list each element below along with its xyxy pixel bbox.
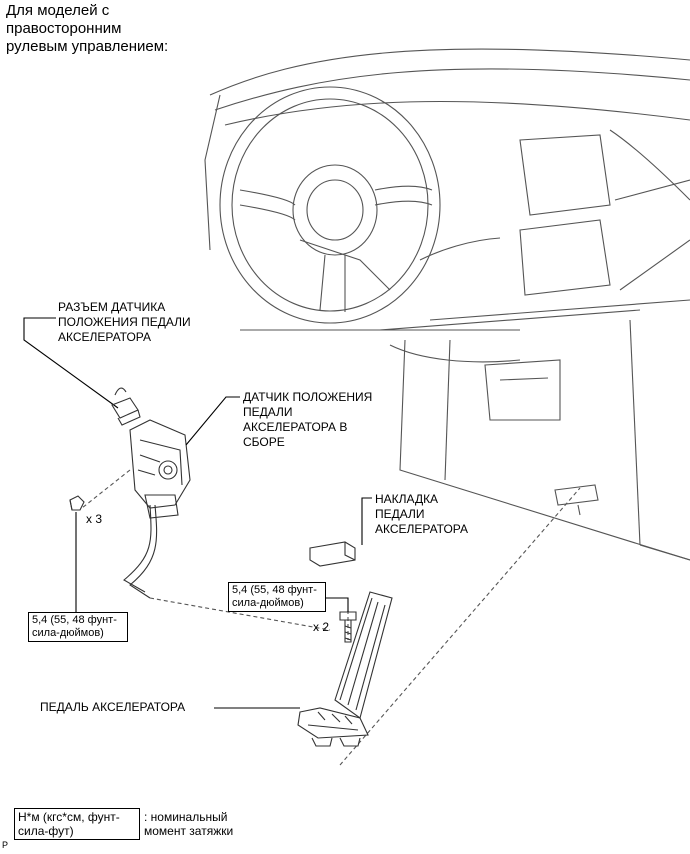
bolt-torque-box: 5,4 (55, 48 фунт- сила-дюймов) <box>228 582 326 612</box>
figure-code: P <box>2 840 9 850</box>
legend-torque-unit-box: Н*м (кгс*см, фунт- сила-фут) <box>14 808 140 840</box>
sensor-connector-part <box>111 387 141 426</box>
sensor-leader <box>185 396 240 446</box>
nut-quantity: x 3 <box>86 512 103 526</box>
bolt-torque-leader <box>320 597 349 612</box>
model-condition-title: Для моделей с правосторонним рулевым упр… <box>6 2 169 55</box>
connector-leader <box>23 317 119 409</box>
pedal-pad-cover-part <box>309 541 356 567</box>
dashboard-outline <box>204 48 690 561</box>
accelerator-pedal-part <box>297 591 393 747</box>
legend-torque-meaning: : номинальный момент затяжки <box>144 810 234 838</box>
bolt-quantity: x 2 <box>313 620 330 634</box>
sensor-assembly-label: ДАТЧИК ПОЛОЖЕНИЯ ПЕДАЛИ АКСЕЛЕРАТОРА В С… <box>243 390 373 449</box>
accelerator-pedal-label: ПЕДАЛЬ АКСЕЛЕРАТОРА <box>40 700 186 714</box>
nut-torque-box: 5,4 (55, 48 фунт- сила-дюймов) <box>28 612 128 642</box>
pedal-pad-label: НАКЛАДКА ПЕДАЛИ АКСЕЛЕРАТОРА <box>375 492 469 536</box>
bolt-part <box>339 611 357 643</box>
connector-label: РАЗЪЕМ ДАТЧИКА ПОЛОЖЕНИЯ ПЕДАЛИ АКСЕЛЕРА… <box>58 300 191 344</box>
pedal-sensor-assembly-part <box>129 419 191 519</box>
pad-leader <box>361 497 372 545</box>
alignment-dashed-lines <box>81 469 581 766</box>
pedal-arm-part <box>123 504 158 599</box>
nut-part <box>69 495 85 511</box>
steering-wheel <box>219 86 501 324</box>
